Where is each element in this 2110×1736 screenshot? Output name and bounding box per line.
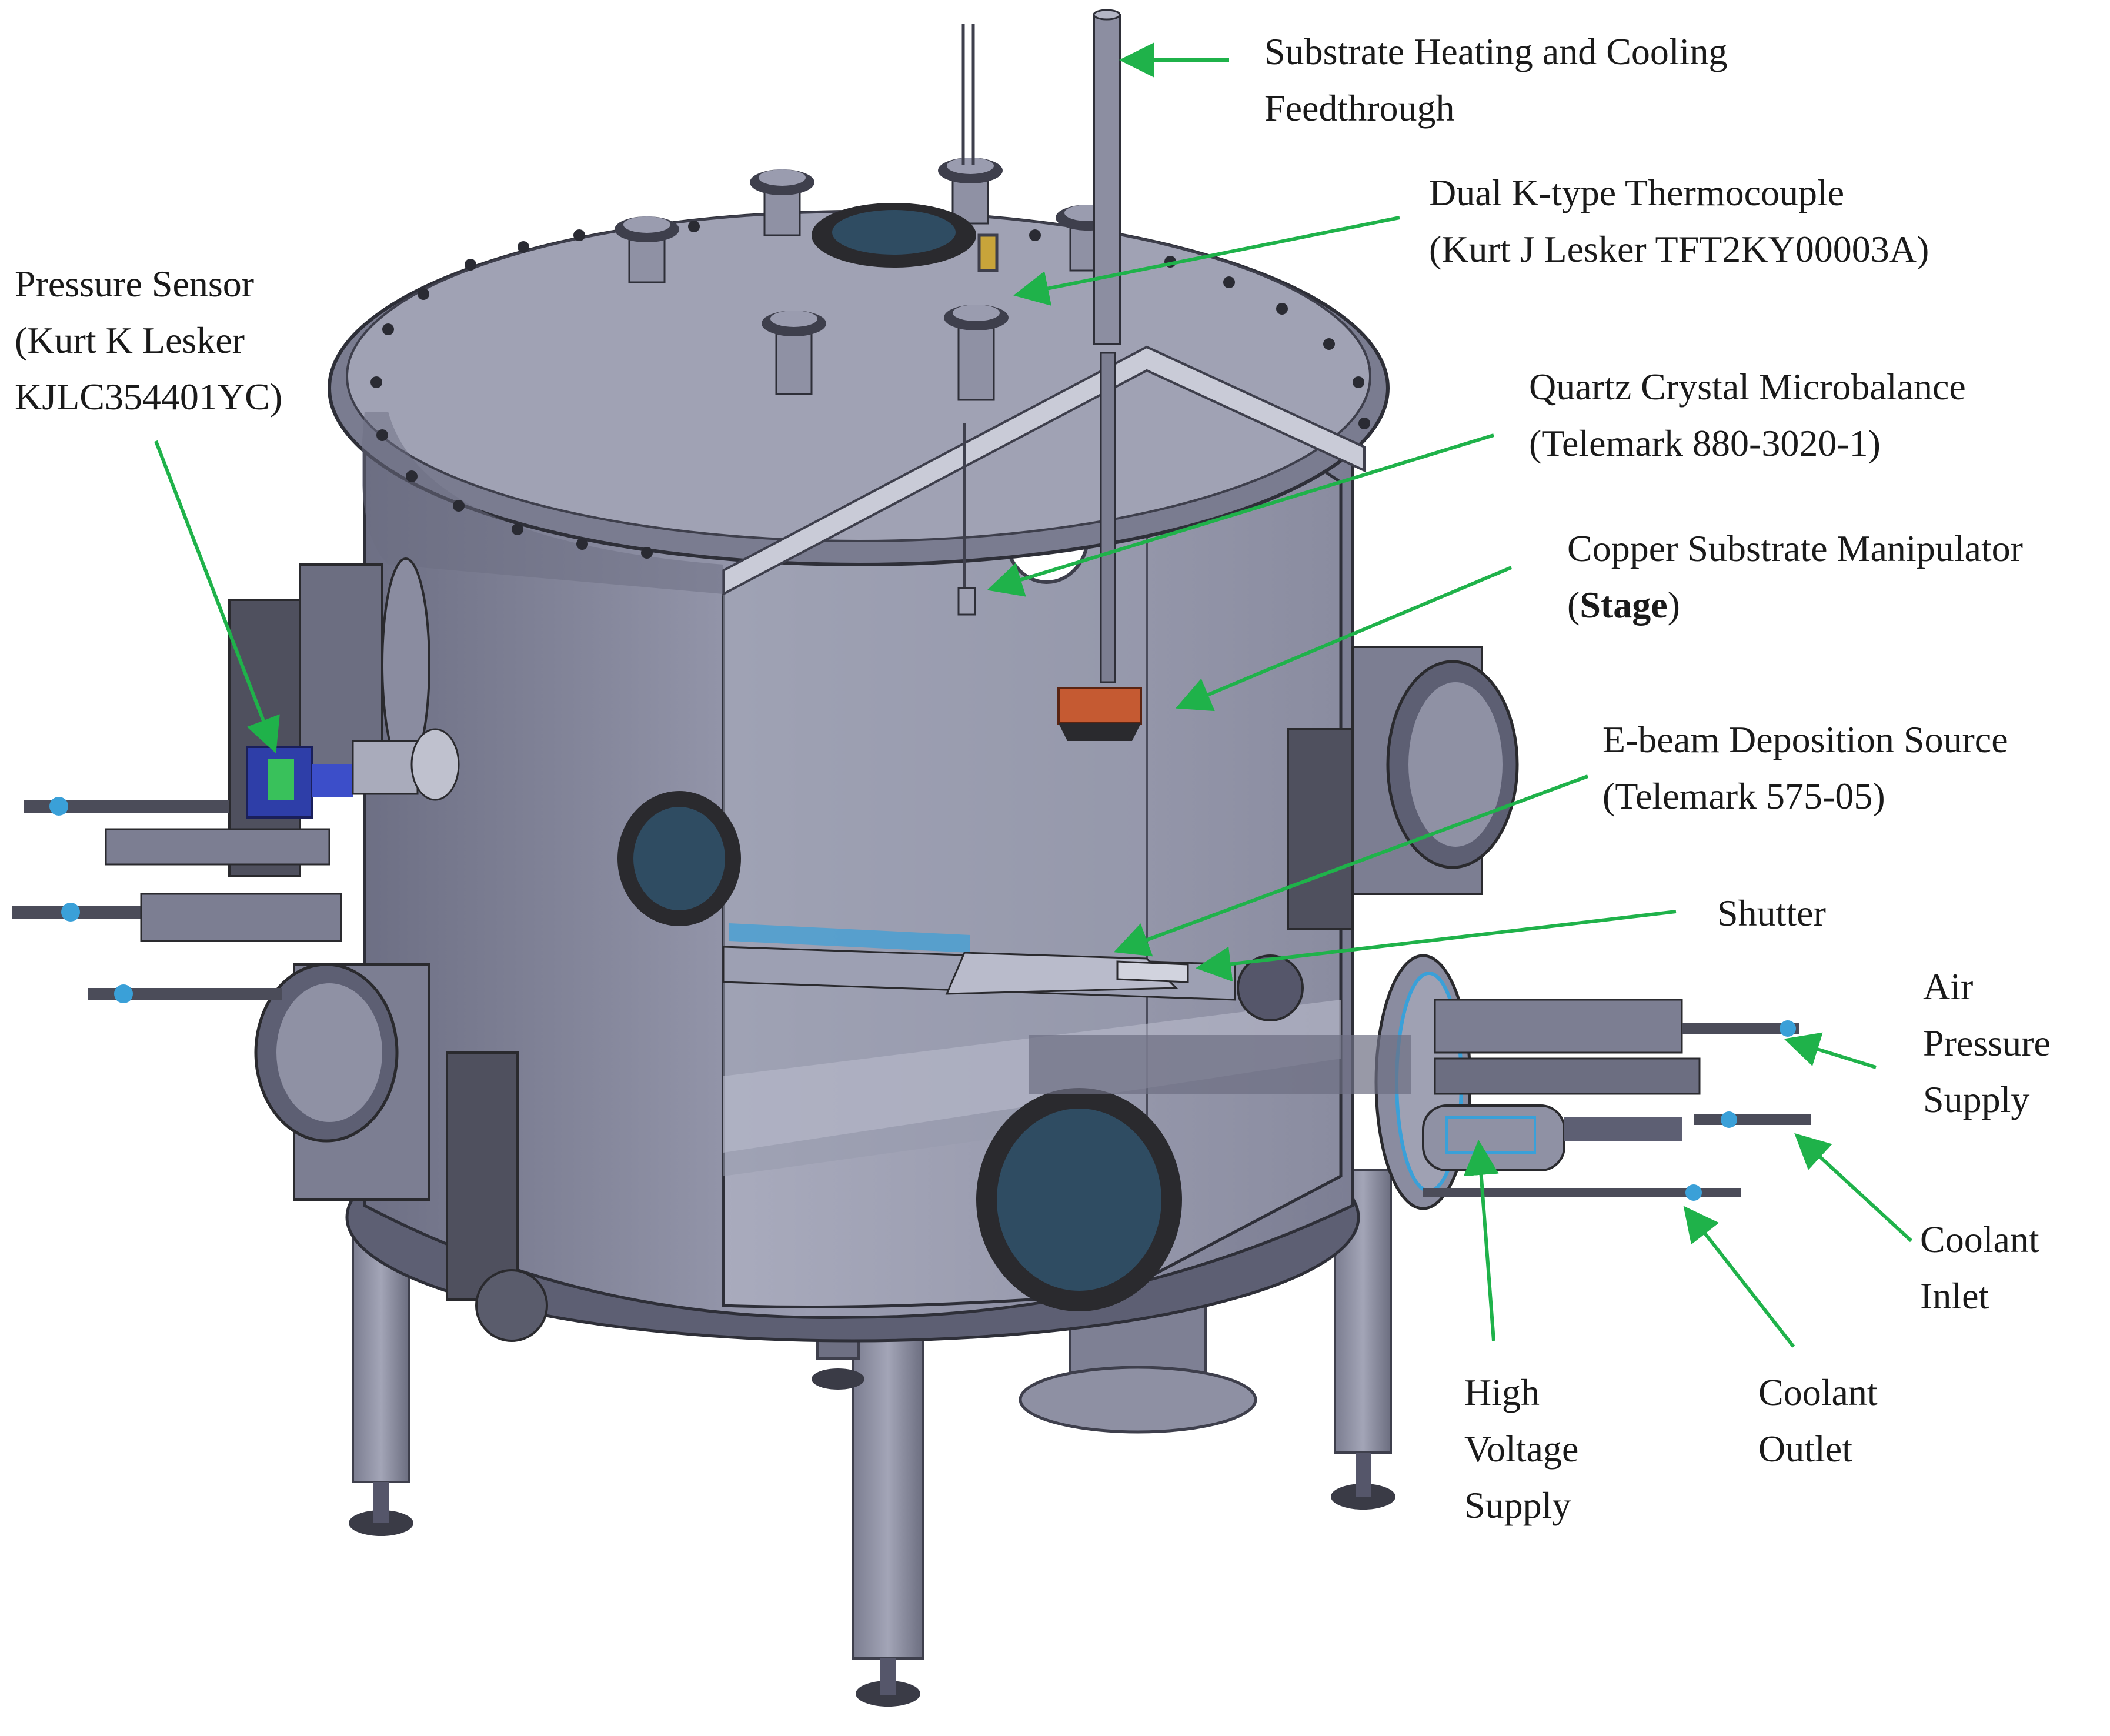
gate-valve-lower-left — [254, 963, 548, 1342]
label-paren-close: ) — [1667, 584, 1680, 626]
label-ebeam: E-beam Deposition Source (Telemark 575-0… — [1602, 712, 2008, 824]
annotation-arrows — [154, 42, 1913, 1348]
shutter-motor — [1237, 954, 1304, 1021]
foot-back — [812, 1368, 864, 1390]
top-ports — [615, 9, 1121, 683]
label-coolant-outlet: Coolant Outlet — [1758, 1364, 1878, 1477]
label-line: Voltage — [1464, 1428, 1579, 1470]
copper-stage — [1057, 687, 1142, 741]
port-cf-5 — [944, 305, 1009, 401]
label-line: (Telemark 880-3020-1) — [1529, 422, 1881, 464]
label-line: Outlet — [1758, 1428, 1852, 1470]
side-viewport-left — [617, 791, 741, 926]
label-line: Inlet — [1920, 1275, 1989, 1317]
label-line: Quartz Crystal Microbalance — [1529, 366, 1966, 408]
shutter-plate — [1116, 960, 1189, 983]
label-line: Supply — [1923, 1079, 2030, 1120]
label-line: (Telemark 575-05) — [1602, 775, 1885, 817]
side-viewport-front — [976, 1088, 1182, 1311]
arrow-qcm — [987, 433, 1494, 597]
shutter-tray — [722, 923, 1411, 1094]
arrow-ebeam — [1113, 774, 1589, 957]
arrow-coolant-inlet — [1794, 1133, 1913, 1243]
label-line: Substrate Heating and Cooling — [1264, 31, 1728, 72]
label-stage-bold: Stage — [1580, 584, 1668, 626]
label-shutter: Shutter — [1717, 885, 1826, 942]
arrow-high-voltage — [1463, 1140, 1499, 1341]
label-qcm: Quartz Crystal Microbalance (Telemark 88… — [1529, 359, 1966, 472]
label-paren-open: ( — [1567, 584, 1580, 626]
arrow-coolant-outlet — [1683, 1206, 1795, 1348]
port-cf-1 — [615, 216, 679, 283]
label-air-supply: Air Pressure Supply — [1923, 959, 2051, 1128]
arrow-thermocouple — [1013, 216, 1400, 306]
label-line: Shutter — [1717, 892, 1826, 934]
feedthrough-rod — [1093, 9, 1121, 683]
left-ports — [12, 557, 741, 1342]
label-line: Air — [1923, 966, 1974, 1007]
arrow-air-supply — [1784, 1032, 1877, 1069]
thermocouple-wires — [961, 24, 999, 612]
label-line: (Kurt K Lesker — [15, 319, 245, 361]
left-actuators — [12, 797, 342, 1003]
label-line: Dual K-type Thermocouple — [1429, 172, 1845, 213]
qcm-probe — [957, 587, 976, 616]
port-cf-3 — [762, 311, 826, 395]
label-line: (Kurt J Lesker TFT2KY00003A) — [1429, 228, 1929, 270]
label-line: Feedthrough — [1264, 87, 1455, 129]
label-thermocouple: Dual K-type Thermocouple (Kurt J Lesker … — [1429, 165, 1929, 278]
label-substrate-feedthrough: Substrate Heating and Cooling Feedthroug… — [1264, 24, 1727, 136]
label-line: Copper Substrate Manipulator — [1567, 528, 2023, 569]
label-coolant-inlet: Coolant Inlet — [1920, 1211, 2039, 1324]
label-pressure-sensor: Pressure Sensor (Kurt K Lesker KJLC35440… — [15, 256, 282, 425]
label-line: Pressure — [1923, 1022, 2051, 1064]
label-line: KJLC354401YC) — [15, 376, 283, 418]
label-line: (Stage) — [1567, 577, 2023, 633]
label-line: E-beam Deposition Source — [1602, 719, 2008, 760]
top-viewport — [812, 203, 976, 268]
label-line: Coolant — [1758, 1371, 1878, 1413]
label-line: Coolant — [1920, 1218, 2039, 1260]
right-lines — [1423, 1020, 1811, 1201]
label-copper-manipulator: Copper Substrate Manipulator (Stage) — [1567, 520, 2023, 633]
port-cf-4 — [938, 158, 1003, 225]
label-line: Pressure Sensor — [15, 263, 255, 305]
label-line: Supply — [1464, 1484, 1571, 1526]
port-cf-2 — [750, 169, 814, 236]
ebeam-source-body — [1422, 999, 1701, 1171]
arrow-copper-stage — [1175, 566, 1513, 712]
label-line: High — [1464, 1371, 1540, 1413]
arrow-pressure-sensor — [154, 440, 280, 754]
arrow-shutter — [1196, 910, 1677, 982]
label-high-voltage: High Voltage Supply — [1464, 1364, 1578, 1534]
